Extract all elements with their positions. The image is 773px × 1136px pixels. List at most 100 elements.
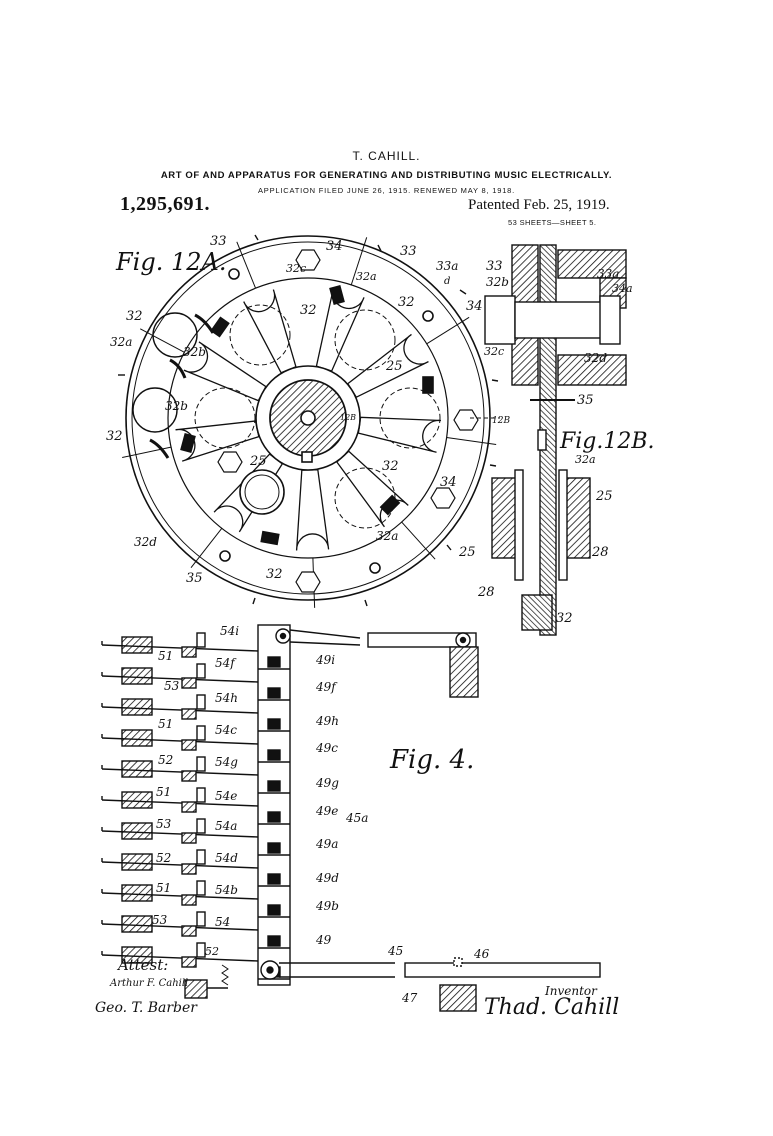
label-51: 51 bbox=[156, 881, 171, 895]
label-49i: 49i bbox=[315, 653, 335, 667]
screw-block bbox=[182, 709, 196, 719]
label-51: 51 bbox=[156, 785, 171, 799]
label-34: 34 bbox=[326, 239, 343, 254]
witness-signature-1: Arthur F. Cahill bbox=[109, 978, 188, 989]
label-52: 52 bbox=[205, 945, 219, 958]
label-54i: 54i bbox=[220, 624, 239, 638]
label-54a: 54a bbox=[215, 819, 237, 833]
label-32: 32 bbox=[266, 567, 283, 582]
label-33a: 33a bbox=[436, 259, 458, 273]
adjust-screw bbox=[197, 943, 205, 957]
contact-block bbox=[122, 792, 152, 808]
label-32: 32 bbox=[106, 429, 123, 444]
adjust-screw bbox=[197, 664, 205, 678]
label-32: 32 bbox=[556, 611, 573, 626]
fig-12a-label: Fig. 12A. bbox=[115, 248, 226, 276]
label-32d: 32d bbox=[584, 351, 607, 365]
label-53: 53 bbox=[152, 913, 168, 927]
key-insulator bbox=[268, 874, 280, 884]
label-54d: 54d bbox=[215, 851, 238, 865]
label-54f: 54f bbox=[215, 656, 237, 670]
spoke-slot bbox=[297, 470, 329, 551]
label-25: 25 bbox=[385, 359, 403, 374]
contact-block bbox=[122, 730, 152, 746]
adjust-screw bbox=[197, 881, 205, 895]
segment-divider bbox=[402, 522, 435, 559]
adjust-screw bbox=[197, 912, 205, 926]
contact-block bbox=[122, 885, 152, 901]
label-32a: 32a bbox=[356, 270, 377, 283]
fig-12b-label: Fig.12B. bbox=[559, 429, 655, 454]
label-33: 33 bbox=[486, 259, 503, 274]
screw-block bbox=[182, 678, 196, 688]
label-25: 25 bbox=[595, 489, 613, 504]
label-45: 45 bbox=[387, 944, 403, 958]
key-insulator bbox=[268, 657, 280, 667]
adjust-screw bbox=[197, 695, 205, 709]
screw-block bbox=[182, 833, 196, 843]
label-25: 25 bbox=[458, 545, 476, 560]
segment-divider bbox=[237, 242, 256, 288]
label-34: 34 bbox=[466, 299, 483, 314]
label-49f: 49f bbox=[315, 680, 338, 694]
label-12b: 12B bbox=[492, 416, 510, 426]
fig-4-label: Fig. 4. bbox=[389, 745, 474, 775]
screw-block bbox=[182, 771, 196, 781]
label-34a: 34a bbox=[612, 282, 633, 295]
spoke-slot bbox=[358, 417, 441, 452]
fig-12a-drawing bbox=[118, 235, 500, 608]
label-28: 28 bbox=[477, 585, 495, 600]
adjust-screw bbox=[197, 819, 205, 833]
label-35: 35 bbox=[186, 571, 203, 586]
adjust-screw bbox=[197, 633, 205, 647]
label-54e: 54e bbox=[215, 789, 237, 803]
label-54: 54 bbox=[215, 915, 230, 929]
label-54g: 54g bbox=[215, 755, 238, 769]
label-49: 49 bbox=[315, 933, 332, 947]
label-32a: 32a bbox=[575, 453, 596, 466]
label-32: 32 bbox=[398, 295, 415, 310]
screw-block bbox=[182, 926, 196, 936]
label-53: 53 bbox=[164, 679, 180, 693]
label-51: 51 bbox=[158, 717, 173, 731]
inventor-signature: Thad. Cahill bbox=[484, 995, 619, 1020]
spoke-slot bbox=[244, 290, 296, 373]
label-49h: 49h bbox=[315, 714, 339, 728]
key-insulator bbox=[268, 688, 280, 698]
label-51: 51 bbox=[158, 649, 173, 663]
label-49c: 49c bbox=[315, 741, 338, 755]
label-d: d bbox=[444, 276, 450, 287]
contact-block bbox=[122, 823, 152, 839]
label-32c: 32c bbox=[484, 345, 504, 358]
label-28: 28 bbox=[591, 545, 609, 560]
witness-signature-2: Geo. T. Barber bbox=[95, 1000, 198, 1016]
label-32: 32 bbox=[126, 309, 143, 324]
label-33: 33 bbox=[210, 234, 227, 249]
screw-block bbox=[182, 802, 196, 812]
key-insulator bbox=[268, 719, 280, 729]
key-insulator bbox=[268, 843, 280, 853]
contact-block bbox=[122, 761, 152, 777]
screw-block bbox=[182, 895, 196, 905]
label-54b: 54b bbox=[215, 883, 238, 897]
label-45a: 45a bbox=[345, 811, 368, 825]
contact-block bbox=[122, 699, 152, 715]
label-54c: 54c bbox=[215, 723, 237, 737]
label-49e: 49e bbox=[315, 804, 338, 818]
label-33a: 33a bbox=[597, 267, 619, 281]
label-32a: 32a bbox=[110, 335, 132, 349]
label-54h: 54h bbox=[215, 691, 238, 705]
adjust-screw bbox=[197, 850, 205, 864]
label-46: 46 bbox=[473, 947, 490, 961]
screw-block bbox=[182, 740, 196, 750]
contact-block bbox=[122, 637, 152, 653]
key-insulator bbox=[268, 812, 280, 822]
label-52: 52 bbox=[156, 851, 171, 865]
label-33: 33 bbox=[400, 244, 417, 259]
segment-divider bbox=[140, 329, 184, 352]
label-49b: 49b bbox=[315, 899, 339, 913]
contact-block bbox=[122, 668, 152, 684]
contact-block bbox=[122, 854, 152, 870]
label-34: 34 bbox=[440, 475, 457, 490]
